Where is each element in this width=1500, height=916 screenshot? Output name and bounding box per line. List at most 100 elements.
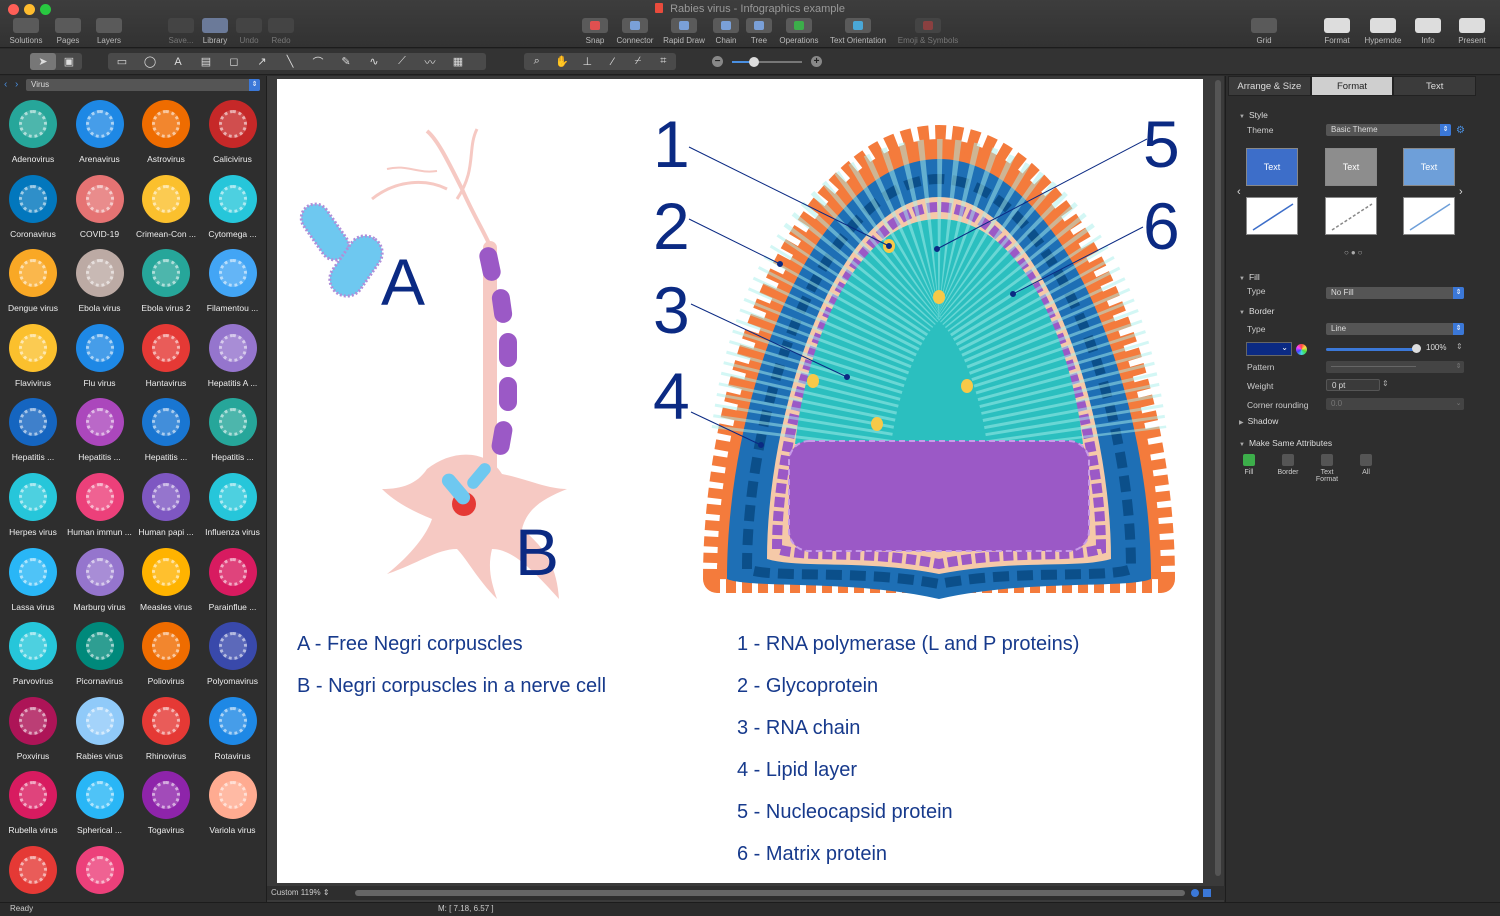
library-item[interactable]: Poxvirus — [0, 693, 66, 767]
pattern-select[interactable]: ⇕ — [1326, 361, 1464, 373]
theme-select[interactable]: Basic Theme⇕ — [1326, 124, 1451, 136]
library-item[interactable]: Ebola virus — [67, 245, 133, 319]
library-item[interactable]: Marburg virus — [67, 544, 133, 618]
library-item[interactable]: Parvovirus — [0, 618, 66, 692]
library-select[interactable]: Virus ⇕ — [26, 79, 260, 91]
pen-tool-icon[interactable]: ✎ — [341, 56, 351, 68]
make-same-border-button[interactable]: Border — [1271, 454, 1305, 476]
library-item[interactable]: Rotavirus — [200, 693, 266, 767]
info-button[interactable]: Info — [1412, 18, 1444, 45]
library-forward-icon[interactable]: › — [15, 79, 19, 90]
library-item[interactable]: Hepatitis ... — [0, 394, 66, 468]
text-tool-icon[interactable]: A — [174, 55, 182, 68]
label-1[interactable]: 1 — [653, 107, 690, 181]
legend-1[interactable]: 1 - RNA polymerase (L and P proteins) — [737, 633, 1080, 655]
legend-3[interactable]: 3 - RNA chain — [737, 717, 861, 739]
save-button[interactable]: Save... — [164, 18, 198, 45]
library-item[interactable]: Hepatitis A ... — [200, 320, 266, 394]
fill-type-select[interactable]: No Fill⇕ — [1326, 287, 1464, 299]
style-section-header[interactable]: Style — [1239, 110, 1268, 120]
library-item[interactable]: Togavirus — [133, 767, 199, 841]
minimize-window-button[interactable] — [24, 4, 35, 15]
library-item[interactable] — [67, 842, 133, 916]
zoom-in-icon[interactable]: + — [811, 56, 822, 67]
undo-button[interactable]: Undo — [234, 18, 264, 45]
library-item[interactable]: Rubella virus — [0, 767, 66, 841]
vertical-scrollbar[interactable] — [1215, 80, 1221, 876]
library-item[interactable]: Parainflue ... — [200, 544, 266, 618]
opacity-slider[interactable] — [1326, 348, 1416, 351]
theme-swatch-2[interactable]: Text — [1325, 148, 1377, 186]
library-item[interactable]: Picornavirus — [67, 618, 133, 692]
theme-line-1[interactable] — [1246, 197, 1298, 235]
zoom-tool-icon[interactable]: ⌕ — [533, 55, 540, 67]
library-item[interactable]: Arenavirus — [67, 96, 133, 170]
snap-button[interactable]: Snap — [580, 18, 610, 45]
rabies-virion[interactable] — [703, 125, 1175, 599]
connector-button[interactable]: Connector — [612, 18, 658, 45]
legend-b[interactable]: B - Negri corpuscles in a nerve cell — [297, 675, 607, 697]
tree-button[interactable]: Tree — [744, 18, 774, 45]
library-item[interactable]: Crimean-Con ... — [133, 171, 199, 245]
legend-a[interactable]: A - Free Negri corpuscles — [297, 633, 523, 655]
theme-prev-icon[interactable]: ‹ — [1237, 186, 1241, 198]
label-2[interactable]: 2 — [653, 189, 690, 263]
shadow-section-header[interactable]: Shadow — [1239, 416, 1279, 426]
theme-settings-icon[interactable]: ⚙ — [1456, 125, 1465, 136]
theme-page-dots[interactable]: ○●○ — [1344, 248, 1365, 257]
close-window-button[interactable] — [8, 4, 19, 15]
zoom-select[interactable]: Custom 119% ⇕ — [271, 888, 330, 897]
library-item[interactable]: Flavivirus — [0, 320, 66, 394]
library-item[interactable]: Rhinovirus — [133, 693, 199, 767]
legend-5[interactable]: 5 - Nucleocapsid protein — [737, 801, 953, 823]
library-item[interactable]: Hepatitis ... — [200, 394, 266, 468]
container-tool-icon[interactable]: ▦ — [452, 56, 464, 68]
weight-stepper-icon[interactable]: ⇕ — [1382, 379, 1389, 388]
legend-2[interactable]: 2 - Glycoprotein — [737, 675, 879, 697]
library-item[interactable] — [0, 842, 66, 916]
opacity-stepper-icon[interactable]: ⇕ — [1456, 342, 1463, 351]
library-item[interactable]: Calicivirus — [200, 96, 266, 170]
library-item[interactable]: Ebola virus 2 — [133, 245, 199, 319]
library-item[interactable]: Influenza virus — [200, 469, 266, 543]
theme-swatch-1[interactable]: Text — [1246, 148, 1298, 186]
border-type-select[interactable]: Line⇕ — [1326, 323, 1464, 335]
library-item[interactable]: Cytomega ... — [200, 171, 266, 245]
library-item[interactable]: COVID-19 — [67, 171, 133, 245]
color-wheel-icon[interactable] — [1296, 344, 1307, 355]
line-tool-icon[interactable]: ╲ — [286, 56, 294, 68]
library-item[interactable]: Rabies virus — [67, 693, 133, 767]
free-negri-corpuscles[interactable] — [296, 199, 389, 303]
library-item[interactable]: Hepatitis ... — [133, 394, 199, 468]
library-item[interactable]: Human papi ... — [133, 469, 199, 543]
rectangle-tool-icon[interactable]: ▭ — [116, 56, 128, 68]
library-item[interactable]: Adenovirus — [0, 96, 66, 170]
freehand-tool-icon[interactable]: 〰 — [424, 56, 436, 69]
theme-swatch-3[interactable]: Text — [1403, 148, 1455, 186]
theme-line-3[interactable] — [1403, 197, 1455, 235]
library-item[interactable]: Hepatitis ... — [67, 394, 133, 468]
library-item[interactable]: Dengue virus — [0, 245, 66, 319]
redo-button[interactable]: Redo — [266, 18, 296, 45]
chain-button[interactable]: Chain — [710, 18, 742, 45]
label-6[interactable]: 6 — [1143, 189, 1180, 263]
library-item[interactable]: Lassa virus — [0, 544, 66, 618]
library-item[interactable]: Polyomavirus — [200, 618, 266, 692]
library-back-icon[interactable]: ‹ — [4, 79, 8, 90]
opacity-slider-knob[interactable] — [1412, 344, 1421, 353]
tab-format[interactable]: Format — [1310, 76, 1394, 96]
drawing-page[interactable]: A B 1 2 3 4 5 6 A - Free Negri corpuscle… — [277, 79, 1203, 883]
crop-tool-icon[interactable]: ⌗ — [660, 55, 667, 67]
fill-section-header[interactable]: Fill — [1239, 272, 1260, 282]
border-color-well[interactable]: ⌄ — [1246, 342, 1292, 356]
rapid-draw-button[interactable]: Rapid Draw — [660, 18, 708, 45]
library-button[interactable]: Library — [198, 18, 232, 45]
library-item[interactable]: Poliovirus — [133, 618, 199, 692]
corner-rounding-select[interactable]: 0.0⌄ — [1326, 398, 1464, 410]
polyline-tool-icon[interactable]: ⟋ — [398, 55, 406, 67]
label-5[interactable]: 5 — [1143, 107, 1180, 181]
tab-arrange-size[interactable]: Arrange & Size — [1228, 76, 1311, 96]
legend-4[interactable]: 4 - Lipid layer — [737, 759, 858, 781]
stamp-tool-icon[interactable]: ⊥ — [582, 56, 593, 68]
library-item[interactable]: Spherical ... — [67, 767, 133, 841]
